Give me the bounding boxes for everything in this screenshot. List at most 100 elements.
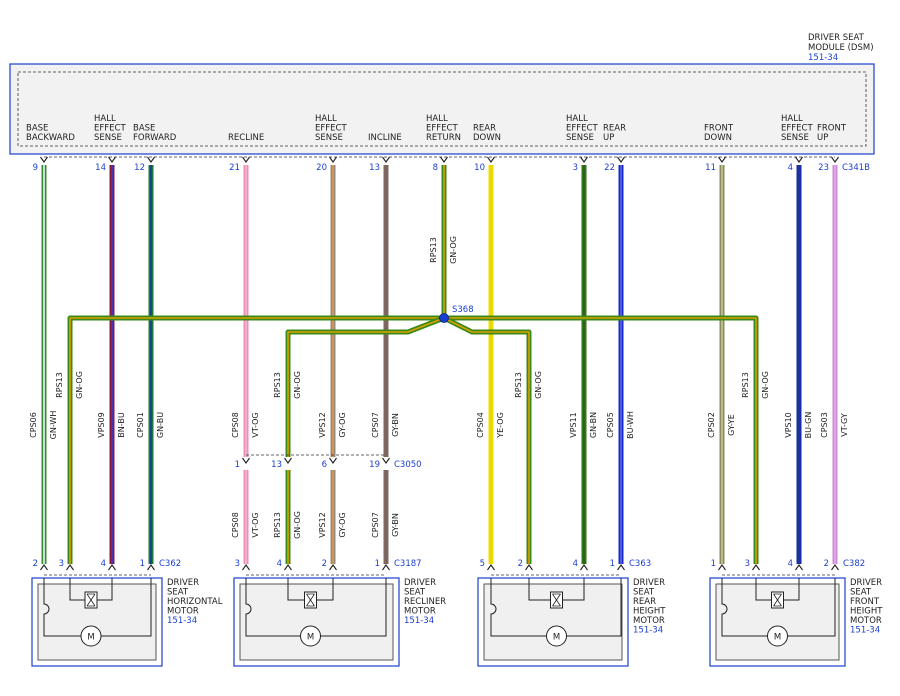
wire-vps09-circuit: VPS09 <box>97 412 106 438</box>
module-pin-3-label-line-2: EFFECT <box>566 124 598 134</box>
wire-rps13-branch-recliner-outer[interactable] <box>285 315 445 457</box>
motor-fh-internal-sensor-left <box>755 578 772 601</box>
motor-fh-pin-1-number: 1 <box>711 559 716 569</box>
module-pin-9-arrow <box>40 156 48 163</box>
motor-fh-symbol-letter: M <box>774 633 781 643</box>
module-connector-label: C341B <box>842 163 870 173</box>
motor-rm-title-line-3: RECLINER <box>404 597 446 607</box>
wire-vps12-upper-circuit: VPS12 <box>318 412 327 438</box>
motor-fh-connector-label: C382 <box>843 559 865 569</box>
module-pin-14-label-line-3: SENSE <box>94 133 122 143</box>
motor-rh-outer-box <box>477 577 629 667</box>
module-pin-9-label-line-2: BACKWARD <box>26 133 75 143</box>
wire-vps10-color-code: BU-GN <box>804 412 813 439</box>
module-pin-8-label-line-2: EFFECT <box>426 124 458 134</box>
module-pin-4-arrow <box>795 156 803 163</box>
module-pin-8-arrow <box>440 156 448 163</box>
module-pin-10-label-line-2: DOWN <box>473 133 501 143</box>
module-pin-14-arrow <box>108 156 116 163</box>
inline-c3050-pin-1-arrow <box>242 457 250 464</box>
motor-hm-thermal-switch <box>43 600 81 637</box>
motor-rm-internal-sensor-left <box>287 578 305 601</box>
motor-hm-internal-sensor-left <box>69 578 85 601</box>
motor-hm-connector-label: C362 <box>159 559 181 569</box>
motor-fh-thermal-switch <box>721 600 768 637</box>
module-pin-13-label-line-1: INCLINE <box>368 133 402 143</box>
module-title-line-1: DRIVER SEAT <box>808 33 865 43</box>
motor-hm-pin-1-arrow <box>147 564 155 571</box>
wire-rps13-branch-horizontal-color-code: GN-OG <box>75 371 84 399</box>
module-pin-20-number: 20 <box>316 163 327 173</box>
motor-rm-pin-1-arrow <box>382 564 390 571</box>
motor-rm-pin-1-number: 1 <box>375 559 380 569</box>
motor-fh-title-line-4: HEIGHT <box>850 607 883 617</box>
wire-cps03-circuit: CPS03 <box>820 412 829 438</box>
motor-rh-title-line-2: SEAT <box>633 588 655 598</box>
wire-rps13-branch-rear-height-circuit: RPS13 <box>514 372 523 398</box>
motor-hm-pin-1-number: 1 <box>140 559 145 569</box>
splice-s368-label: S368 <box>452 305 474 315</box>
module-pin-12-arrow <box>147 156 155 163</box>
module-pin-20-arrow <box>329 156 337 163</box>
wire-cps08-upper-circuit: CPS08 <box>231 412 240 438</box>
module-pin-23-label-line-1: FRONT <box>817 124 847 134</box>
motor-hm-outer-box <box>31 577 163 667</box>
inline-c3050-pin-1-number: 1 <box>235 460 240 470</box>
wire-rps13-branch-rear-height-outer[interactable] <box>442 315 532 564</box>
module-pin-22-arrow <box>617 156 625 163</box>
wire-cps04-color-code: YE-OG <box>496 412 505 439</box>
module-pin-21-arrow <box>242 156 250 163</box>
splice-s368-dot[interactable] <box>439 313 449 323</box>
module-pin-12-number: 12 <box>134 163 145 173</box>
module-pin-12-label-line-1: BASE <box>133 124 155 134</box>
motor-fh-pin-2-number: 2 <box>824 559 829 569</box>
module-pin-9-number: 9 <box>33 163 38 173</box>
motor-fh-internal-power-right <box>787 578 836 637</box>
wire-cps07-upper-circuit: CPS07 <box>371 412 380 438</box>
motor-hm-pin-2-number: 2 <box>33 559 38 569</box>
motor-hm-internal-power-right <box>101 578 152 637</box>
module-pin-13-number: 13 <box>369 163 380 173</box>
wire-rps13-branch-horizontal-stripe <box>69 317 444 564</box>
wire-cps07-lower-circuit: CPS07 <box>371 512 380 538</box>
motor-rm-title-line-4: MOTOR <box>404 607 436 617</box>
wire-vps12-lower-color-code: GY-OG <box>338 512 347 537</box>
inline-c3050-pin-6-number: 6 <box>322 460 327 470</box>
module-pin-4-label-line-3: SENSE <box>781 133 809 143</box>
motor-hm-title-line-3: HORIZONTAL <box>167 597 223 607</box>
wire-cps01-circuit: CPS01 <box>136 412 145 438</box>
motor-hm-pin-3-arrow <box>66 564 74 571</box>
motor-fh-pin-4-number: 4 <box>788 559 793 569</box>
module-pin-23-label-line-2: UP <box>817 133 828 143</box>
motor-rh-pin-1-arrow <box>617 564 625 571</box>
wire-rps13-recliner-lower-color-code: GN-OG <box>293 511 302 539</box>
motor-fh-title-line-3: FRONT <box>850 597 880 607</box>
inline-c3050-pin-13-number: 13 <box>271 460 282 470</box>
module-pin-11-number: 11 <box>705 163 716 173</box>
module-title-line-2: MODULE (DSM) <box>808 43 874 53</box>
module-pin-10-number: 10 <box>474 163 485 173</box>
motor-rh-internal-sensor-left <box>528 578 551 601</box>
motor-fh-symbol-circle <box>767 625 788 647</box>
motor-fh-ref: 151-34 <box>850 626 880 636</box>
inline-c3050-pin-19-arrow <box>382 457 390 464</box>
motor-rm-connector-label: C3187 <box>394 559 422 569</box>
wire-rps13-branch-front-height-stripe <box>444 317 757 564</box>
motor-rm-title-line-2: SEAT <box>404 588 426 598</box>
wire-vps12-upper-color-code: GY-OG <box>338 412 347 437</box>
motor-rm-pin-3-number: 3 <box>235 559 240 569</box>
motor-rm-pin-2-arrow <box>329 564 337 571</box>
motor-hm-ref: 151-34 <box>167 616 197 626</box>
module-pin-14-number: 14 <box>95 163 106 173</box>
module-pin-13-arrow <box>382 156 390 163</box>
module-inner-dashed <box>17 71 867 147</box>
motor-rh-title-line-5: MOTOR <box>633 616 665 626</box>
wire-cps08-lower-color-code: VT-OG <box>251 512 260 537</box>
motor-rm-internal-sensor-right <box>316 578 334 601</box>
motor-rh-pin-4-number: 4 <box>573 559 578 569</box>
wire-vps11-color-code: GN-BN <box>589 412 598 438</box>
